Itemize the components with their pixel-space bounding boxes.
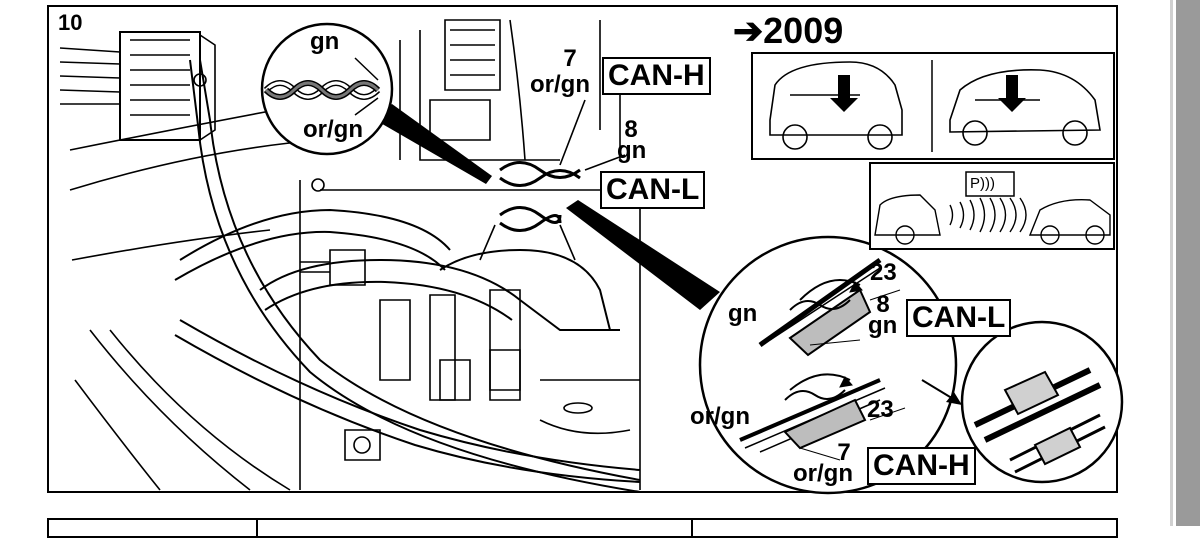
pin-7-label: 7 — [563, 45, 577, 72]
down-arrow-right — [998, 75, 1026, 112]
magnifier-wire-gn-label: gn — [310, 28, 340, 55]
callout-wedge-right — [566, 200, 720, 310]
down-arrow-left — [830, 75, 858, 112]
crimp-wire-orgn-left: or/gn — [690, 403, 750, 430]
crimp-pin-7: 7 — [837, 439, 851, 466]
crimp-wire-gn-left: gn — [728, 300, 758, 327]
next-panel-header-box — [256, 518, 693, 538]
connector-23-lower: 23 — [867, 396, 894, 423]
can-l-label-top: CAN-L — [600, 171, 706, 209]
can-h-label-bottom: CAN-H — [867, 447, 976, 485]
pin-8-label: 8 — [624, 116, 638, 143]
side-tab — [1176, 0, 1200, 526]
can-h-label-top: CAN-H — [602, 57, 711, 95]
step-number: 10 — [58, 10, 83, 35]
crimp-pin-8-wire: gn — [868, 312, 898, 339]
magnifier-wire-orgn-label: or/gn — [303, 116, 363, 143]
pin-7-wire-label: or/gn — [530, 71, 590, 98]
crimp-pin-7-wire: or/gn — [793, 460, 853, 487]
pin-8-wire-label: gn — [617, 137, 647, 164]
year-heading: ➔2009 — [733, 10, 844, 51]
illustration-frame — [47, 5, 1118, 493]
wiring-illustration — [59, 19, 1124, 495]
can-l-label-bottom: CAN-L — [906, 299, 1012, 337]
crimp-pin-8: 8 — [876, 291, 890, 318]
side-tab-edge — [1170, 0, 1173, 526]
callout-wedge-top — [372, 104, 492, 184]
connector-23-upper: 23 — [870, 259, 897, 286]
vehicle-panel — [751, 52, 1115, 160]
parking-sensor-icon: P))) — [970, 175, 995, 192]
